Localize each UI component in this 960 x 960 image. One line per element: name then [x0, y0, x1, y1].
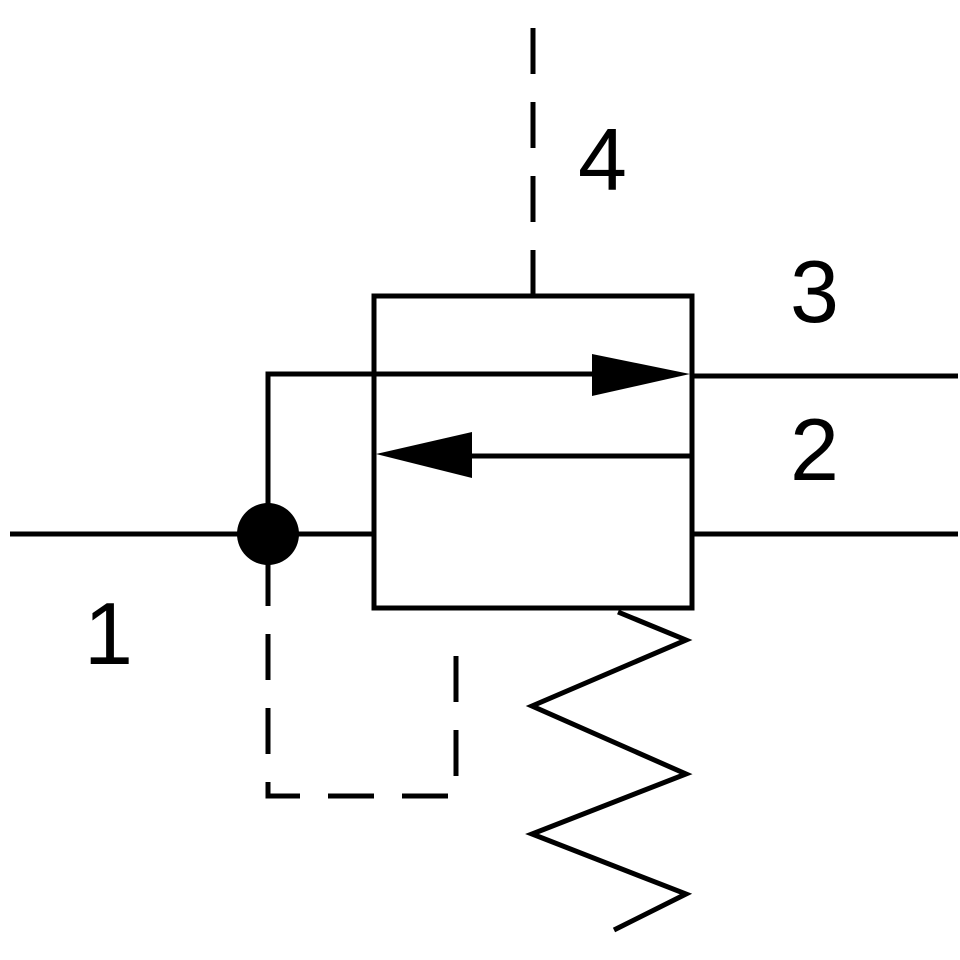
port-label-1: 1 — [84, 584, 133, 683]
valve-body — [371, 293, 695, 611]
port-label-3: 3 — [790, 242, 839, 341]
pilot-line-lower — [265, 560, 459, 799]
arrow-right-icon — [592, 354, 690, 396]
branch-line-up — [265, 371, 374, 534]
port-label-2: 2 — [790, 400, 839, 499]
arrow-left-icon — [376, 432, 472, 478]
port-label-4: 4 — [578, 110, 627, 209]
spring-icon — [525, 609, 693, 933]
